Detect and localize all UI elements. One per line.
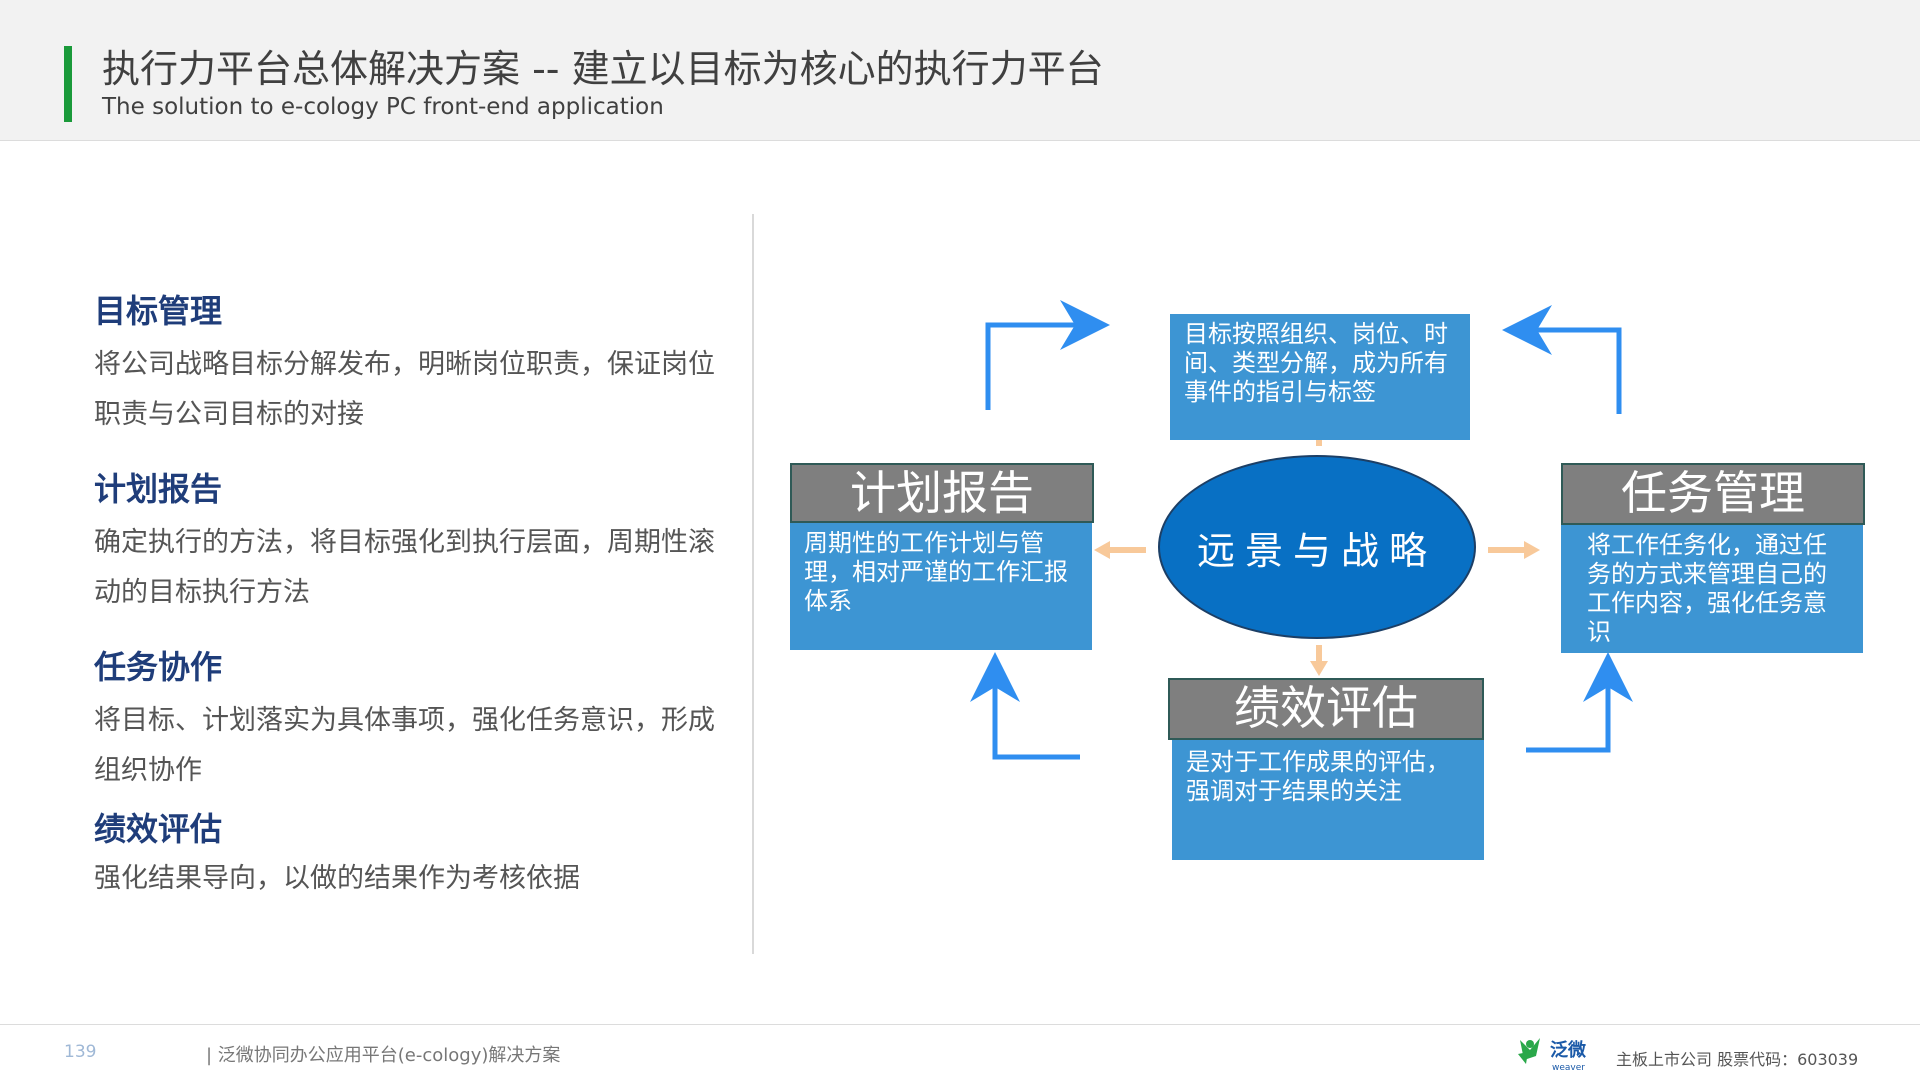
page-title: 执行力平台总体解决方案 -- 建立以目标为核心的执行力平台	[102, 47, 1104, 91]
task-management-desc: 将工作任务化，通过任务的方式来管理自己的工作内容，强化任务意识	[1561, 525, 1863, 653]
performance-desc: 是对于工作成果的评估，强调对于结果的关注	[1172, 740, 1484, 860]
small-arrow-down	[1310, 645, 1328, 676]
task-management-title: 任务管理	[1561, 463, 1865, 525]
footer-divider	[0, 1024, 1920, 1025]
cycle-arrow-topright	[1502, 305, 1622, 414]
plan-report-title: 计划报告	[790, 463, 1094, 523]
weaver-logo: 泛微 weaver	[1516, 1030, 1598, 1074]
section-body-goal: 将公司战略目标分解发布，明晰岗位职责，保证岗位职责与公司目标的对接	[94, 349, 715, 430]
section-title-plan: 计划报告	[94, 470, 223, 508]
footer-doc-title: | 泛微协同办公应用平台(e-cology)解决方案	[206, 1045, 561, 1066]
logo-subtext: weaver	[1552, 1063, 1585, 1073]
goal-description-box: 目标按照组织、岗位、时间、类型分解，成为所有事件的指引与标签	[1170, 314, 1470, 440]
footer-stock-info: 主板上市公司 股票代码：603039	[1616, 1050, 1859, 1069]
section-body-perf: 强化结果导向，以做的结果作为考核依据	[94, 863, 580, 894]
performance-title: 绩效评估	[1168, 678, 1484, 740]
section-title-goal: 目标管理	[94, 292, 223, 330]
small-arrow-right	[1488, 541, 1540, 559]
vertical-divider	[752, 214, 754, 954]
cycle-arrow-topleft	[985, 300, 1110, 410]
page-subtitle: The solution to e-cology PC front-end ap…	[102, 94, 664, 120]
header-bar: 执行力平台总体解决方案 -- 建立以目标为核心的执行力平台 The soluti…	[0, 0, 1920, 141]
logo-wordmark: 泛微	[1550, 1039, 1586, 1061]
vision-strategy-label: 远景与战略	[1196, 528, 1437, 573]
cycle-arrow-bottomleft	[970, 652, 1080, 760]
section-body-task: 将目标、计划落实为具体事项，强化任务意识，形成组织协作	[94, 705, 715, 786]
cycle-arrow-bottomright	[1526, 652, 1633, 753]
page-number: 139	[64, 1042, 97, 1062]
section-body-plan: 确定执行的方法，将目标强化到执行层面，周期性滚动的目标执行方法	[94, 527, 715, 608]
title-accent-bar	[64, 46, 72, 122]
section-title-task: 任务协作	[94, 648, 223, 686]
section-title-perf: 绩效评估	[94, 810, 223, 848]
plan-report-desc: 周期性的工作计划与管理，相对严谨的工作汇报体系	[790, 523, 1092, 650]
vision-strategy-ellipse: 远景与战略	[1158, 455, 1476, 639]
small-arrow-left	[1094, 541, 1146, 559]
